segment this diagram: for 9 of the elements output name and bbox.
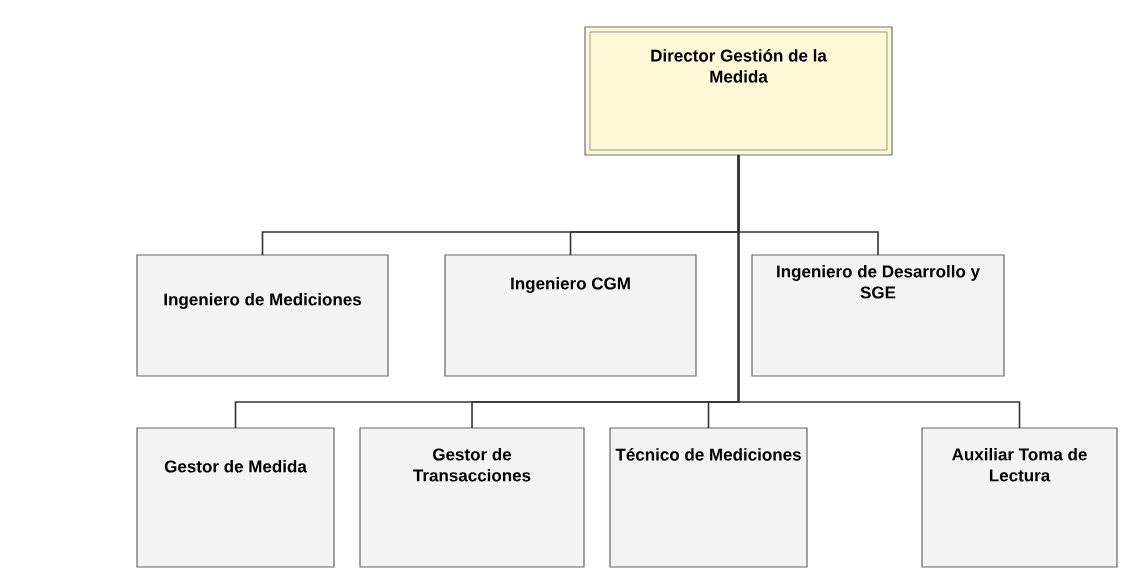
position-box: Gestor de Medida xyxy=(136,427,335,568)
director-box: Director Gestión de la Medida xyxy=(584,26,893,156)
position-box: Auxiliar Toma de Lectura xyxy=(921,427,1118,568)
position-box: Ingeniero de Mediciones xyxy=(136,254,389,377)
position-box: Técnico de Mediciones xyxy=(609,427,808,568)
connector-line xyxy=(737,154,1021,429)
position-box: Ingeniero de Desarrollo y SGE xyxy=(751,254,1005,377)
position-box: Gestor de Transacciones xyxy=(359,427,585,568)
position-box: Ingeniero CGM xyxy=(444,254,697,377)
